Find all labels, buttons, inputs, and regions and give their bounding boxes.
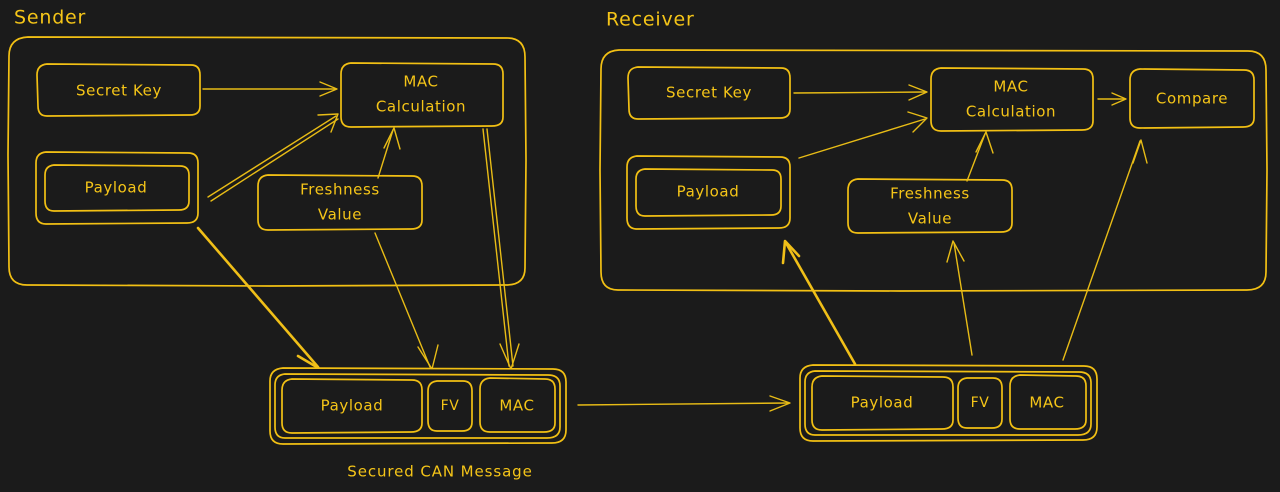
- receiver-message-outer-box-2: [804, 370, 1092, 436]
- sender-mac-calculation-label-line2: Calculation: [376, 98, 466, 116]
- receiver-msg-fv-label: FV: [971, 395, 990, 411]
- receiver-msg-mac-box: [1009, 374, 1087, 430]
- edge-msg-payload-to-receiver-payload: [781, 239, 857, 366]
- receiver-msg-mac-label: MAC: [1029, 394, 1064, 412]
- receiver-payload-label: Payload: [677, 183, 740, 201]
- sender-mac-calculation-box: [340, 62, 504, 128]
- group-receiver-container: [599, 49, 1268, 292]
- receiver-freshness-value-label-line2: Value: [908, 210, 952, 228]
- receiver-mac-calculation-label-line2: Calculation: [966, 103, 1056, 121]
- edge-receiver-fv-to-mac: [966, 131, 994, 182]
- edge-sender-fv-to-msg: [374, 232, 439, 370]
- sender-mac-calculation-label-line1: MAC: [403, 73, 438, 91]
- sender-freshness-value-box: [257, 174, 423, 231]
- sender-secret-key-label: Secret Key: [76, 82, 162, 100]
- sender-freshness-value-label-line1: Freshness: [300, 181, 380, 199]
- receiver-mac-calculation-box: [930, 67, 1094, 132]
- edge-msg-mac-to-compare: [1062, 139, 1148, 361]
- receiver-freshness-value-box: [847, 178, 1013, 234]
- sender-freshness-value-label-line2: Value: [318, 206, 362, 224]
- edge-sender-fv-to-mac: [377, 127, 401, 179]
- edge-receiver-payload-to-mac: [798, 111, 928, 159]
- receiver-freshness-value-node: Freshness Value: [847, 178, 1013, 234]
- sender-message-outer-box-2: [274, 373, 561, 439]
- sender-msg-fv-box: [427, 380, 473, 432]
- sender-freshness-value-node: Freshness Value: [257, 174, 423, 231]
- receiver-msg-payload-box: [811, 375, 954, 431]
- receiver-mac-calculation-node: MAC Calculation: [930, 67, 1094, 132]
- receiver-payload-inner-box: [635, 168, 782, 217]
- edge-sender-mac-to-msg: [482, 128, 520, 370]
- sender-payload-label: Payload: [85, 179, 148, 197]
- receiver-msg-payload-label: Payload: [851, 394, 914, 412]
- edge-receiver-mac-to-compare: [1097, 92, 1127, 106]
- sender-msg-payload-box: [281, 378, 423, 434]
- sender-secret-key-node: Secret Key: [36, 63, 201, 117]
- group-sender-title: Sender: [14, 7, 86, 29]
- edge-msg-fv-to-receiver-fv: [946, 240, 973, 356]
- receiver-payload-outer-box: [626, 155, 791, 230]
- sender-msg-fv-label: FV: [441, 398, 460, 414]
- edge-receiver-key-to-mac: [793, 84, 928, 101]
- sender-payload-inner-box: [44, 164, 190, 212]
- sender-payload-node: Payload: [35, 151, 199, 225]
- edge-sender-key-to-mac: [202, 81, 338, 97]
- edge-transmission: [577, 395, 791, 412]
- receiver-msg-fv-box: [957, 377, 1003, 429]
- sender-msg-payload-label: Payload: [321, 397, 384, 415]
- receiver-secret-key-node: Secret Key: [627, 66, 791, 120]
- receiver-secret-key-box: [627, 66, 791, 120]
- sender-msg-mac-box: [479, 377, 556, 433]
- receiver-payload-node: Payload: [626, 155, 791, 230]
- sender-message-outer-box: [269, 367, 567, 445]
- receiver-compare-node: Compare: [1129, 68, 1255, 129]
- receiver-compare-label: Compare: [1156, 90, 1228, 108]
- sender-payload-outer-box: [35, 151, 199, 225]
- sender-message-frame: Payload FV MAC Secured CAN Message: [269, 367, 567, 481]
- sender-secret-key-box: [36, 63, 201, 117]
- group-receiver-title: Receiver: [606, 9, 695, 31]
- sender-msg-mac-label: MAC: [499, 397, 534, 415]
- receiver-freshness-value-label-line1: Freshness: [890, 185, 970, 203]
- receiver-message-frame: Payload FV MAC: [799, 364, 1098, 442]
- group-receiver: Receiver Secret Key Payload Freshness V: [599, 9, 1268, 366]
- group-sender: Sender Secret Key Payload Freshness Val: [7, 7, 527, 375]
- receiver-message-outer-box: [799, 364, 1098, 442]
- receiver-compare-box: [1129, 68, 1255, 129]
- receiver-secret-key-label: Secret Key: [666, 84, 752, 102]
- sender-message-caption: Secured CAN Message: [347, 463, 532, 481]
- edge-sender-payload-to-mac: [207, 113, 339, 202]
- receiver-mac-calculation-label-line1: MAC: [993, 78, 1028, 96]
- sender-mac-calculation-node: MAC Calculation: [340, 62, 504, 128]
- group-sender-container: [7, 36, 527, 287]
- edge-sender-payload-to-msg: [196, 226, 322, 375]
